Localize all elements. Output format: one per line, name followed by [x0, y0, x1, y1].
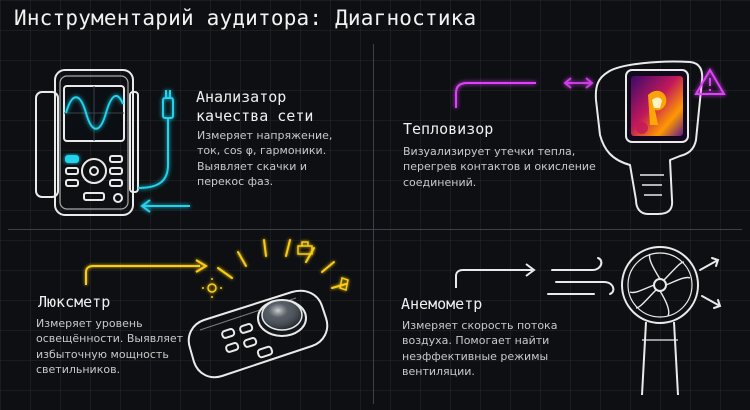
lux-desc-line: Измеряет уровень: [36, 317, 143, 330]
analyzer-heading: Анализатор качества сети: [196, 88, 313, 126]
analyzer-desc-line: ток, cos φ, гармоники.: [197, 144, 327, 158]
anemo-desc-line: неэффективные режимы: [402, 349, 549, 363]
analyzer-cable: [137, 90, 190, 213]
warning-icon: [694, 68, 726, 95]
thermal-description: Визуализирует утечки тепла, перегрев кон…: [403, 144, 596, 190]
anemo-desc-line: вентиляции.: [402, 364, 475, 378]
lux-meter-icon: [187, 289, 329, 379]
horizontal-divider: [8, 229, 742, 230]
anemo-desc-line: воздуха. Помогает найти: [402, 334, 550, 348]
analyzer-desc-line: Измеряет напряжение,: [197, 129, 333, 142]
analyzer-desc-line: перекос фаз.: [197, 174, 274, 188]
anemo-heading: Анемометр: [401, 295, 483, 313]
wind-lines: [547, 257, 722, 309]
thermal-desc-line: соединений.: [403, 175, 477, 189]
analyzer-heading-line: качества сети: [196, 107, 314, 125]
lamp-icons: [202, 241, 349, 298]
anemo-description: Измеряет скорость потока воздуха. Помога…: [402, 318, 557, 379]
thermal-heading: Тепловизор: [403, 120, 494, 138]
light-rays: [217, 239, 347, 289]
lux-desc-line: избыточную мощность: [36, 347, 169, 361]
thermal-desc-line: перегрев контактов и окисление: [403, 160, 596, 174]
analyzer-description: Измеряет напряжение, ток, cos φ, гармони…: [197, 128, 332, 189]
lux-description: Измеряет уровень освещённости. Выявляет …: [36, 316, 183, 377]
page-title: Инструментарий аудитора: Диагностика: [14, 6, 477, 30]
lux-desc-line: освещённости. Выявляет: [36, 332, 184, 346]
thermal-camera-icon: [594, 60, 704, 215]
anemometer-icon: [621, 246, 699, 396]
vertical-divider: [373, 44, 374, 404]
lux-heading: Люксметр: [38, 293, 111, 311]
thermal-arrow: [455, 77, 594, 108]
lux-arrow: [85, 259, 208, 285]
anemo-desc-line: Измеряет скорость потока: [402, 319, 558, 332]
anemo-arrow: [455, 263, 536, 288]
thermal-desc-line: Визуализирует утечки тепла,: [403, 145, 576, 158]
power-quality-analyzer-icon: [35, 69, 139, 216]
analyzer-heading-line: Анализатор: [196, 88, 287, 106]
lux-desc-line: светильников.: [36, 362, 121, 376]
analyzer-desc-line: Выявляет скачки и: [197, 159, 308, 173]
